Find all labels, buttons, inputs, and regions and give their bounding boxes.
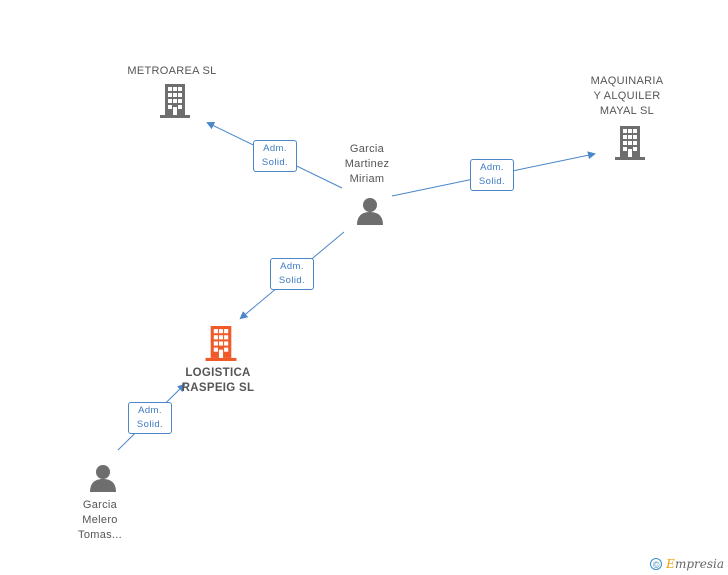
edge-label-martinez-maquinaria[interactable]: Adm. Solid. bbox=[470, 159, 514, 191]
node-label-metroarea[interactable]: METROAREA SL bbox=[127, 65, 217, 77]
building-icon-highlighted[interactable] bbox=[205, 326, 237, 361]
person-icon[interactable] bbox=[355, 197, 385, 225]
building-icon[interactable] bbox=[614, 126, 646, 160]
node-label-logistica[interactable]: LOGISTICA RASPEIG SL bbox=[181, 367, 255, 394]
edge-label-melero-logistica[interactable]: Adm. Solid. bbox=[128, 402, 172, 434]
node-label-maquinaria[interactable]: MAQUINARIA Y ALQUILER MAYAL SL bbox=[590, 75, 664, 117]
copyright-icon: © bbox=[650, 558, 663, 570]
node-label-garcia-melero[interactable]: Garcia Melero Tomas... bbox=[78, 499, 122, 541]
footer-branding: © Empresia bbox=[650, 557, 724, 571]
building-icon[interactable] bbox=[160, 84, 190, 118]
edge-label-martinez-logistica[interactable]: Adm. Solid. bbox=[270, 258, 314, 290]
empresia-logo[interactable]: Empresia bbox=[666, 557, 724, 571]
edge-label-martinez-metroarea[interactable]: Adm. Solid. bbox=[253, 140, 297, 172]
person-icon[interactable] bbox=[88, 464, 118, 492]
node-label-garcia-martinez[interactable]: Garcia Martinez Miriam bbox=[344, 143, 390, 185]
